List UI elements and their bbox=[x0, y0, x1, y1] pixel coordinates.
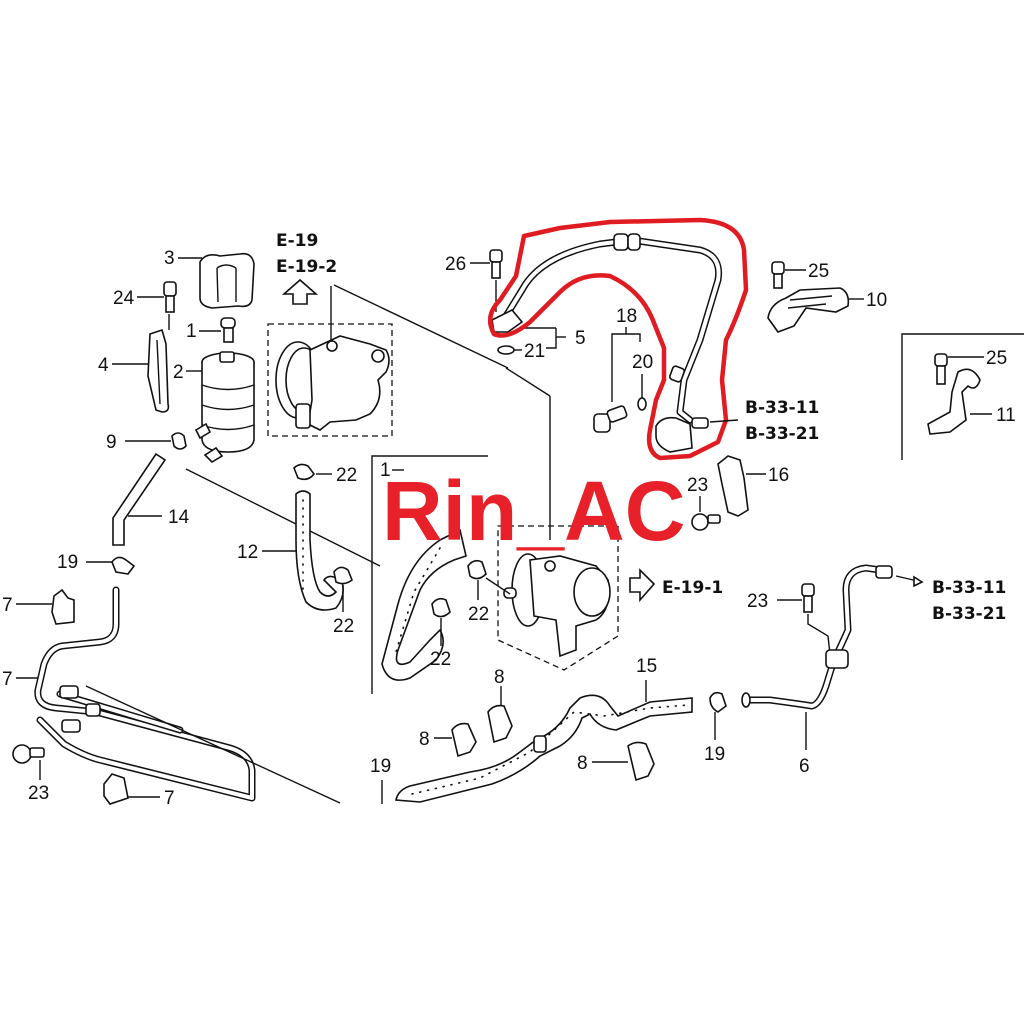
callout-10: 10 bbox=[866, 290, 887, 311]
watermark: Rin_AC bbox=[382, 464, 685, 558]
callout-5: 5 bbox=[575, 328, 586, 349]
callout-7-bottom: 7 bbox=[164, 788, 175, 809]
bracket-4 bbox=[147, 328, 170, 413]
callout-19-bottom: 19 bbox=[370, 756, 391, 777]
callout-3: 3 bbox=[164, 248, 175, 269]
callout-22-b: 22 bbox=[333, 616, 354, 637]
bracket-16 bbox=[717, 455, 749, 517]
bolt-23-mid bbox=[691, 513, 721, 531]
hose-14 bbox=[112, 452, 167, 546]
ref-e19-1: E-19-1 bbox=[662, 578, 723, 598]
ref-e19: E-19 bbox=[276, 231, 318, 251]
callout-20: 20 bbox=[632, 352, 653, 373]
callout-7-mid: 7 bbox=[2, 669, 13, 690]
pipe-6 bbox=[741, 564, 893, 710]
callout-9: 9 bbox=[106, 432, 117, 453]
callout-22-c: 22 bbox=[468, 604, 489, 625]
pump-lower bbox=[503, 553, 611, 658]
ref-e19-2: E-19-2 bbox=[276, 257, 337, 277]
callout-24: 24 bbox=[113, 288, 135, 309]
bracket-11 bbox=[927, 368, 981, 435]
callout-1-hidden: 1 bbox=[380, 460, 391, 481]
callout-19-right: 19 bbox=[704, 744, 725, 765]
clamp-8-b bbox=[487, 704, 513, 744]
clamp-22-d bbox=[431, 597, 451, 618]
clamp-8-a bbox=[451, 722, 477, 758]
callout-11: 11 bbox=[996, 405, 1016, 426]
clamp-22-c bbox=[467, 559, 487, 580]
callout-15: 15 bbox=[636, 656, 657, 677]
callout-18: 18 bbox=[616, 306, 637, 327]
callout-14: 14 bbox=[168, 507, 190, 528]
clamp-9 bbox=[171, 432, 187, 450]
hose-12 bbox=[295, 490, 344, 611]
clamp-19-left bbox=[111, 556, 136, 575]
highlight-outline bbox=[487, 217, 749, 461]
bolt-25-upper bbox=[771, 261, 785, 289]
callout-2: 2 bbox=[173, 362, 184, 383]
callout-19-left: 19 bbox=[57, 552, 78, 573]
callout-23-right: 23 bbox=[747, 591, 768, 612]
arrow-right-icon bbox=[629, 568, 656, 603]
callout-1: 1 bbox=[186, 321, 197, 342]
watermark-text: Rin_AC bbox=[382, 464, 685, 558]
oring-20 bbox=[637, 397, 647, 411]
clamp-19-right bbox=[709, 691, 727, 713]
bracket-10 bbox=[767, 287, 850, 333]
reservoir-cap bbox=[199, 252, 255, 309]
callout-25-lower: 25 bbox=[986, 348, 1007, 369]
ref-b33-11-lower: B-33-11 bbox=[932, 578, 1006, 598]
ref-b33-21-lower: B-33-21 bbox=[932, 604, 1006, 624]
callout-7-top: 7 bbox=[2, 595, 13, 616]
callout-16: 16 bbox=[768, 465, 789, 486]
callout-12: 12 bbox=[237, 542, 258, 563]
clip-7-bottom bbox=[103, 773, 129, 805]
callout-6: 6 bbox=[799, 756, 810, 777]
cooler-pipe-7 bbox=[34, 586, 256, 802]
clamp-22-a bbox=[293, 463, 316, 481]
pump-upper bbox=[275, 335, 390, 431]
washer-21 bbox=[497, 345, 515, 355]
callout-8-c: 8 bbox=[577, 753, 588, 774]
bolt-26 bbox=[489, 249, 503, 279]
reservoir-tank-2 bbox=[194, 351, 255, 464]
callout-25-upper: 25 bbox=[808, 261, 829, 282]
callout-21: 21 bbox=[524, 341, 545, 362]
bolt-23-right bbox=[801, 583, 815, 613]
bolt-23-left bbox=[12, 744, 45, 764]
clip-7-top bbox=[51, 588, 75, 625]
callout-22-a: 22 bbox=[336, 465, 357, 486]
connector-18 bbox=[593, 405, 628, 433]
callout-23-left: 23 bbox=[28, 783, 49, 804]
callout-4: 4 bbox=[98, 355, 109, 376]
clamp-8-c bbox=[627, 741, 655, 782]
bolt-24 bbox=[163, 281, 177, 313]
callout-22-d: 22 bbox=[430, 649, 451, 670]
callout-8-b: 8 bbox=[494, 667, 505, 688]
ref-b33-21-upper: B-33-21 bbox=[745, 424, 819, 444]
fitting-1 bbox=[220, 317, 236, 343]
bolt-25-lower bbox=[934, 353, 948, 385]
clamp-22-b bbox=[333, 566, 353, 585]
callout-8-a: 8 bbox=[419, 729, 430, 750]
callout-23-mid: 23 bbox=[687, 475, 708, 496]
arrow-up-icon bbox=[281, 278, 319, 305]
ref-b33-11-upper: B-33-11 bbox=[745, 398, 819, 418]
callout-26: 26 bbox=[445, 254, 466, 275]
hose-13 bbox=[381, 528, 467, 681]
pressure-hose-5 bbox=[491, 233, 723, 453]
